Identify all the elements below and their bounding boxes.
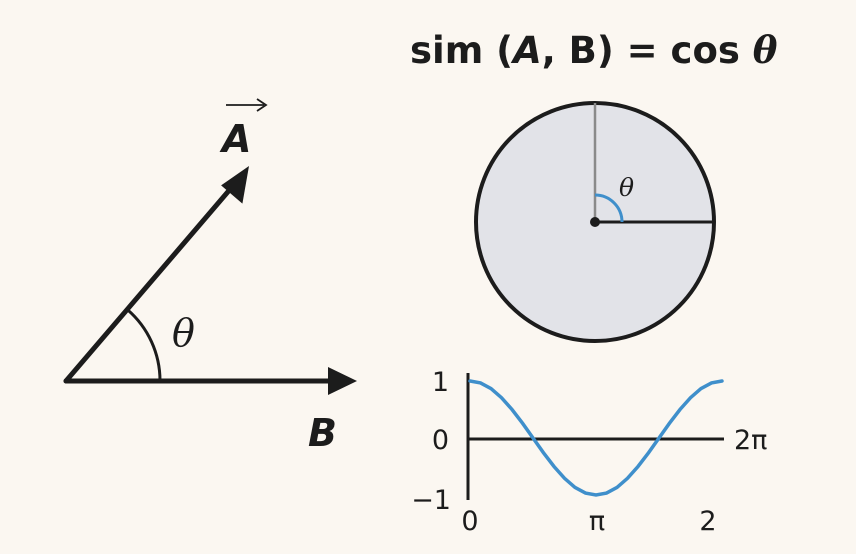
x-tick-label-2: 2	[699, 506, 716, 537]
circle-angle-label: θ	[619, 173, 634, 202]
circle-angle-arc	[594, 193, 624, 223]
cosine-curve	[468, 379, 724, 497]
formula-separator: , B) = cos	[542, 29, 753, 72]
cosine-plot: 1 0 −1 0 π 2 2π	[411, 367, 767, 537]
vector-a-arrowhead	[221, 166, 249, 204]
vector-angle-label: θ	[172, 311, 195, 355]
unit-circle: θ	[474, 101, 716, 343]
x-axis-end-label: 2π	[734, 425, 767, 456]
formula-theta: θ	[753, 28, 778, 72]
x-tick-label-pi: π	[589, 506, 605, 537]
y-tick-label-minus-1: −1	[411, 485, 451, 516]
circle-center-dot	[590, 217, 600, 227]
vector-a-label: A	[219, 117, 251, 161]
y-tick-label-1: 1	[432, 367, 449, 398]
vector-a-overarrow	[226, 98, 268, 112]
vector-a	[63, 184, 235, 384]
x-tick-label-0: 0	[461, 506, 478, 537]
vector-angle-arc	[126, 308, 162, 382]
formula-prefix: sim (	[410, 29, 513, 72]
y-tick-label-0: 0	[432, 425, 449, 456]
vector-b-label: B	[308, 411, 337, 455]
vector-diagram: θ A B	[63, 98, 357, 455]
formula-var-a: A	[510, 29, 542, 72]
vector-b-arrowhead	[328, 367, 357, 395]
formula-title: sim (A, B) = cos θ	[410, 28, 778, 72]
